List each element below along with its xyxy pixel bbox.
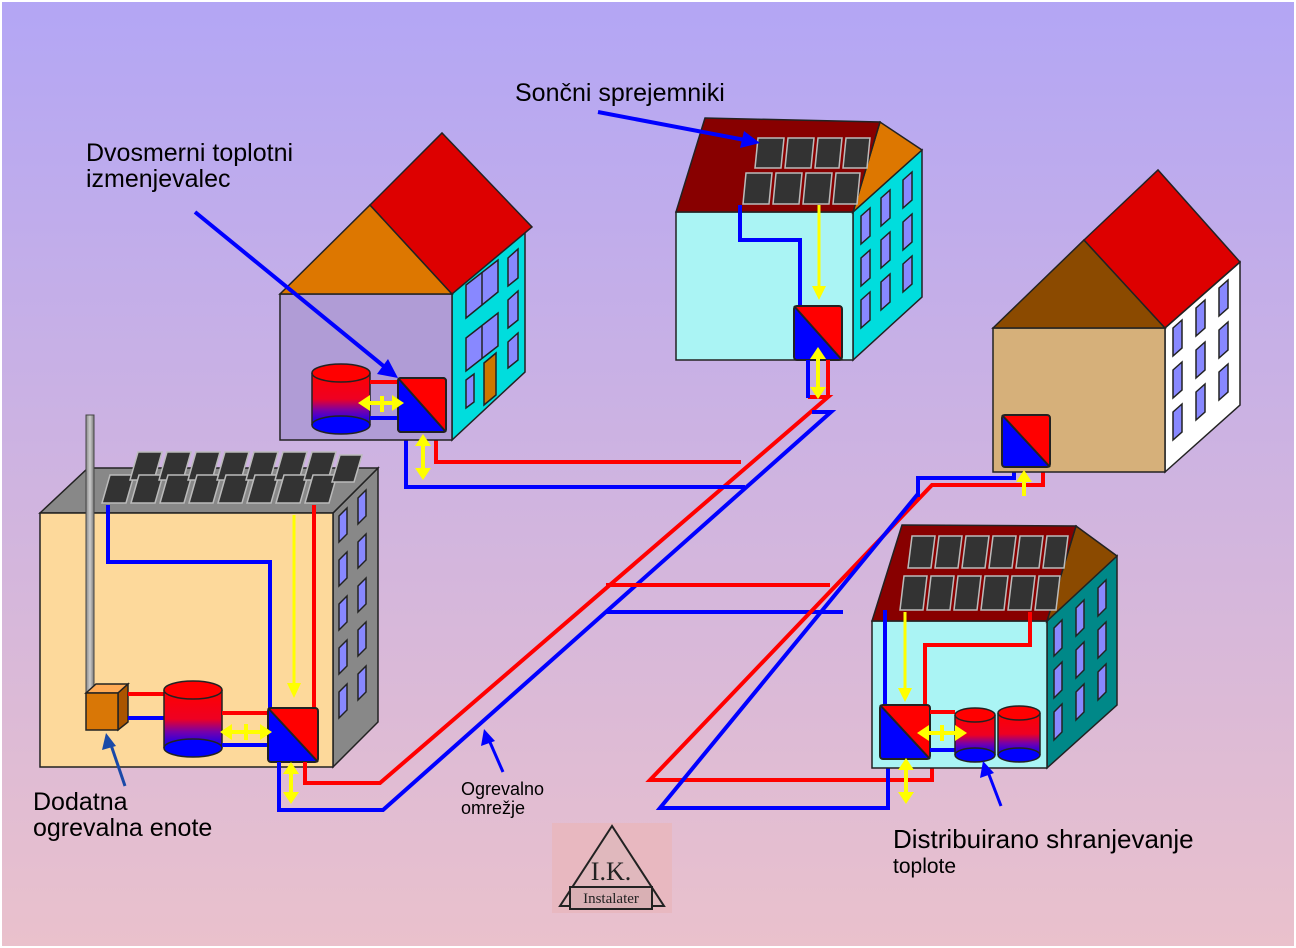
- right-supply-pipe: [645, 468, 1045, 782]
- auxiliary-heater-label: Dodatna ogrevalna enote: [33, 789, 212, 842]
- auxiliary-heater: [84, 682, 130, 732]
- heating-network-label-line1: Ogrevalno: [461, 779, 545, 799]
- solar-collectors-label: Sončni sprejemniki: [515, 79, 725, 107]
- right-return-pipe: [655, 470, 1016, 810]
- house4-storage-tank: [163, 680, 223, 758]
- logo-initials: I.K.: [591, 857, 631, 886]
- house1-roof: [368, 131, 534, 296]
- heat-flow-arrows: [220, 347, 1032, 804]
- house5-heat-exchanger: [879, 704, 931, 760]
- storage-label: Distribuirano shranjevanje toplote: [893, 824, 1194, 879]
- instalater-logo: I.K. Instalater: [552, 823, 672, 913]
- house2-solar-panels: [742, 137, 871, 205]
- house5-solar-panels: [899, 535, 1069, 611]
- label-pointers: [102, 110, 1003, 807]
- house-solar: [674, 117, 924, 398]
- house5-storage-tank-1: [954, 707, 996, 763]
- house5-storage-tank-2: [997, 705, 1041, 763]
- house2-heat-exchanger: [793, 305, 843, 361]
- heating-network-label-line2: omrežje: [461, 797, 526, 818]
- logo-name: Instalater: [583, 891, 639, 907]
- network-return-pipe: [277, 410, 837, 812]
- heat-exchanger-label: Dvosmerni toplotni izmenjevalec: [86, 140, 293, 193]
- network-supply-pipe: [303, 395, 834, 785]
- heat-exchanger-label-line2: izmenjevalec: [86, 165, 231, 194]
- house3-heat-exchanger: [1001, 414, 1051, 468]
- house-storage: [870, 524, 1119, 770]
- auxiliary-heater-label-line2: ogrevalna enote: [33, 814, 213, 843]
- house-central: [38, 414, 380, 772]
- house1-door: [483, 351, 497, 407]
- heating-network: [277, 395, 1045, 812]
- heating-network-label: Ogrevalno omrežje: [461, 780, 544, 818]
- house3-roof: [1082, 168, 1242, 330]
- storage-label-line2: toplote: [893, 855, 957, 879]
- house-consumer: [991, 168, 1242, 474]
- house1-storage-tank: [311, 363, 371, 435]
- house1-heat-exchanger: [397, 377, 447, 433]
- chimney: [85, 414, 95, 696]
- branch-return-house1: [404, 430, 745, 489]
- house4-solar-panels: [101, 451, 364, 504]
- heat-exchanger-label-line1: Dvosmerni toplotni: [86, 139, 294, 167]
- house4-heat-exchanger: [267, 707, 319, 763]
- auxiliary-heater-label-line1: Dodatna: [33, 788, 128, 816]
- storage-label-line1: Distribuirano shranjevanje: [893, 824, 1194, 854]
- house-exchanger: [278, 131, 534, 442]
